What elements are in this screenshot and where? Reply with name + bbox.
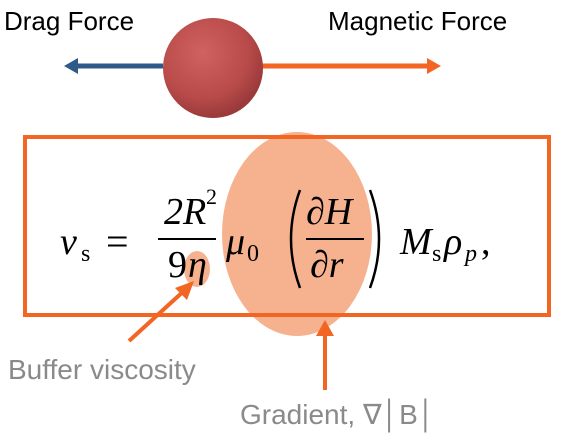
density-subscript: p — [465, 241, 477, 267]
drag-force-label: Drag Force — [4, 6, 135, 36]
fraction1-numerator: 2R — [164, 191, 207, 233]
fraction2-numerator: ∂H — [306, 191, 353, 233]
mu-subscript: 0 — [247, 241, 259, 267]
equals-sign: = — [106, 219, 129, 264]
buffer-viscosity-label: Buffer viscosity — [8, 354, 196, 385]
gradient-pointer-head — [316, 320, 334, 336]
viscosity-pointer-head — [175, 281, 194, 300]
magnetization-symbol: M — [400, 221, 432, 263]
drag-arrowhead — [64, 58, 78, 74]
equation-comma: , — [481, 221, 491, 263]
velocity-symbol: v — [60, 221, 77, 263]
magnetic-arrowhead — [427, 58, 441, 74]
gradient-highlight — [222, 132, 372, 336]
viscosity-symbol: η — [188, 244, 207, 286]
fraction1-denominator-nine: 9 — [168, 244, 187, 286]
left-paren — [289, 189, 302, 289]
gradient-label: Gradient, ∇│B│ — [240, 399, 436, 430]
right-paren — [368, 189, 381, 289]
viscosity-pointer-arrow — [127, 287, 188, 343]
particle-sphere — [163, 18, 263, 118]
velocity-subscript: s — [81, 241, 91, 267]
magnetization-subscript: s — [432, 241, 442, 267]
fraction1-numerator-exponent: 2 — [206, 184, 217, 209]
density-symbol: ρ — [444, 221, 463, 263]
magnetic-force-label: Magnetic Force — [328, 6, 508, 36]
mu-symbol: μ — [226, 221, 246, 263]
equation-box — [23, 135, 551, 317]
fraction2-denominator: ∂r — [310, 244, 344, 286]
viscosity-highlight — [184, 251, 210, 287]
